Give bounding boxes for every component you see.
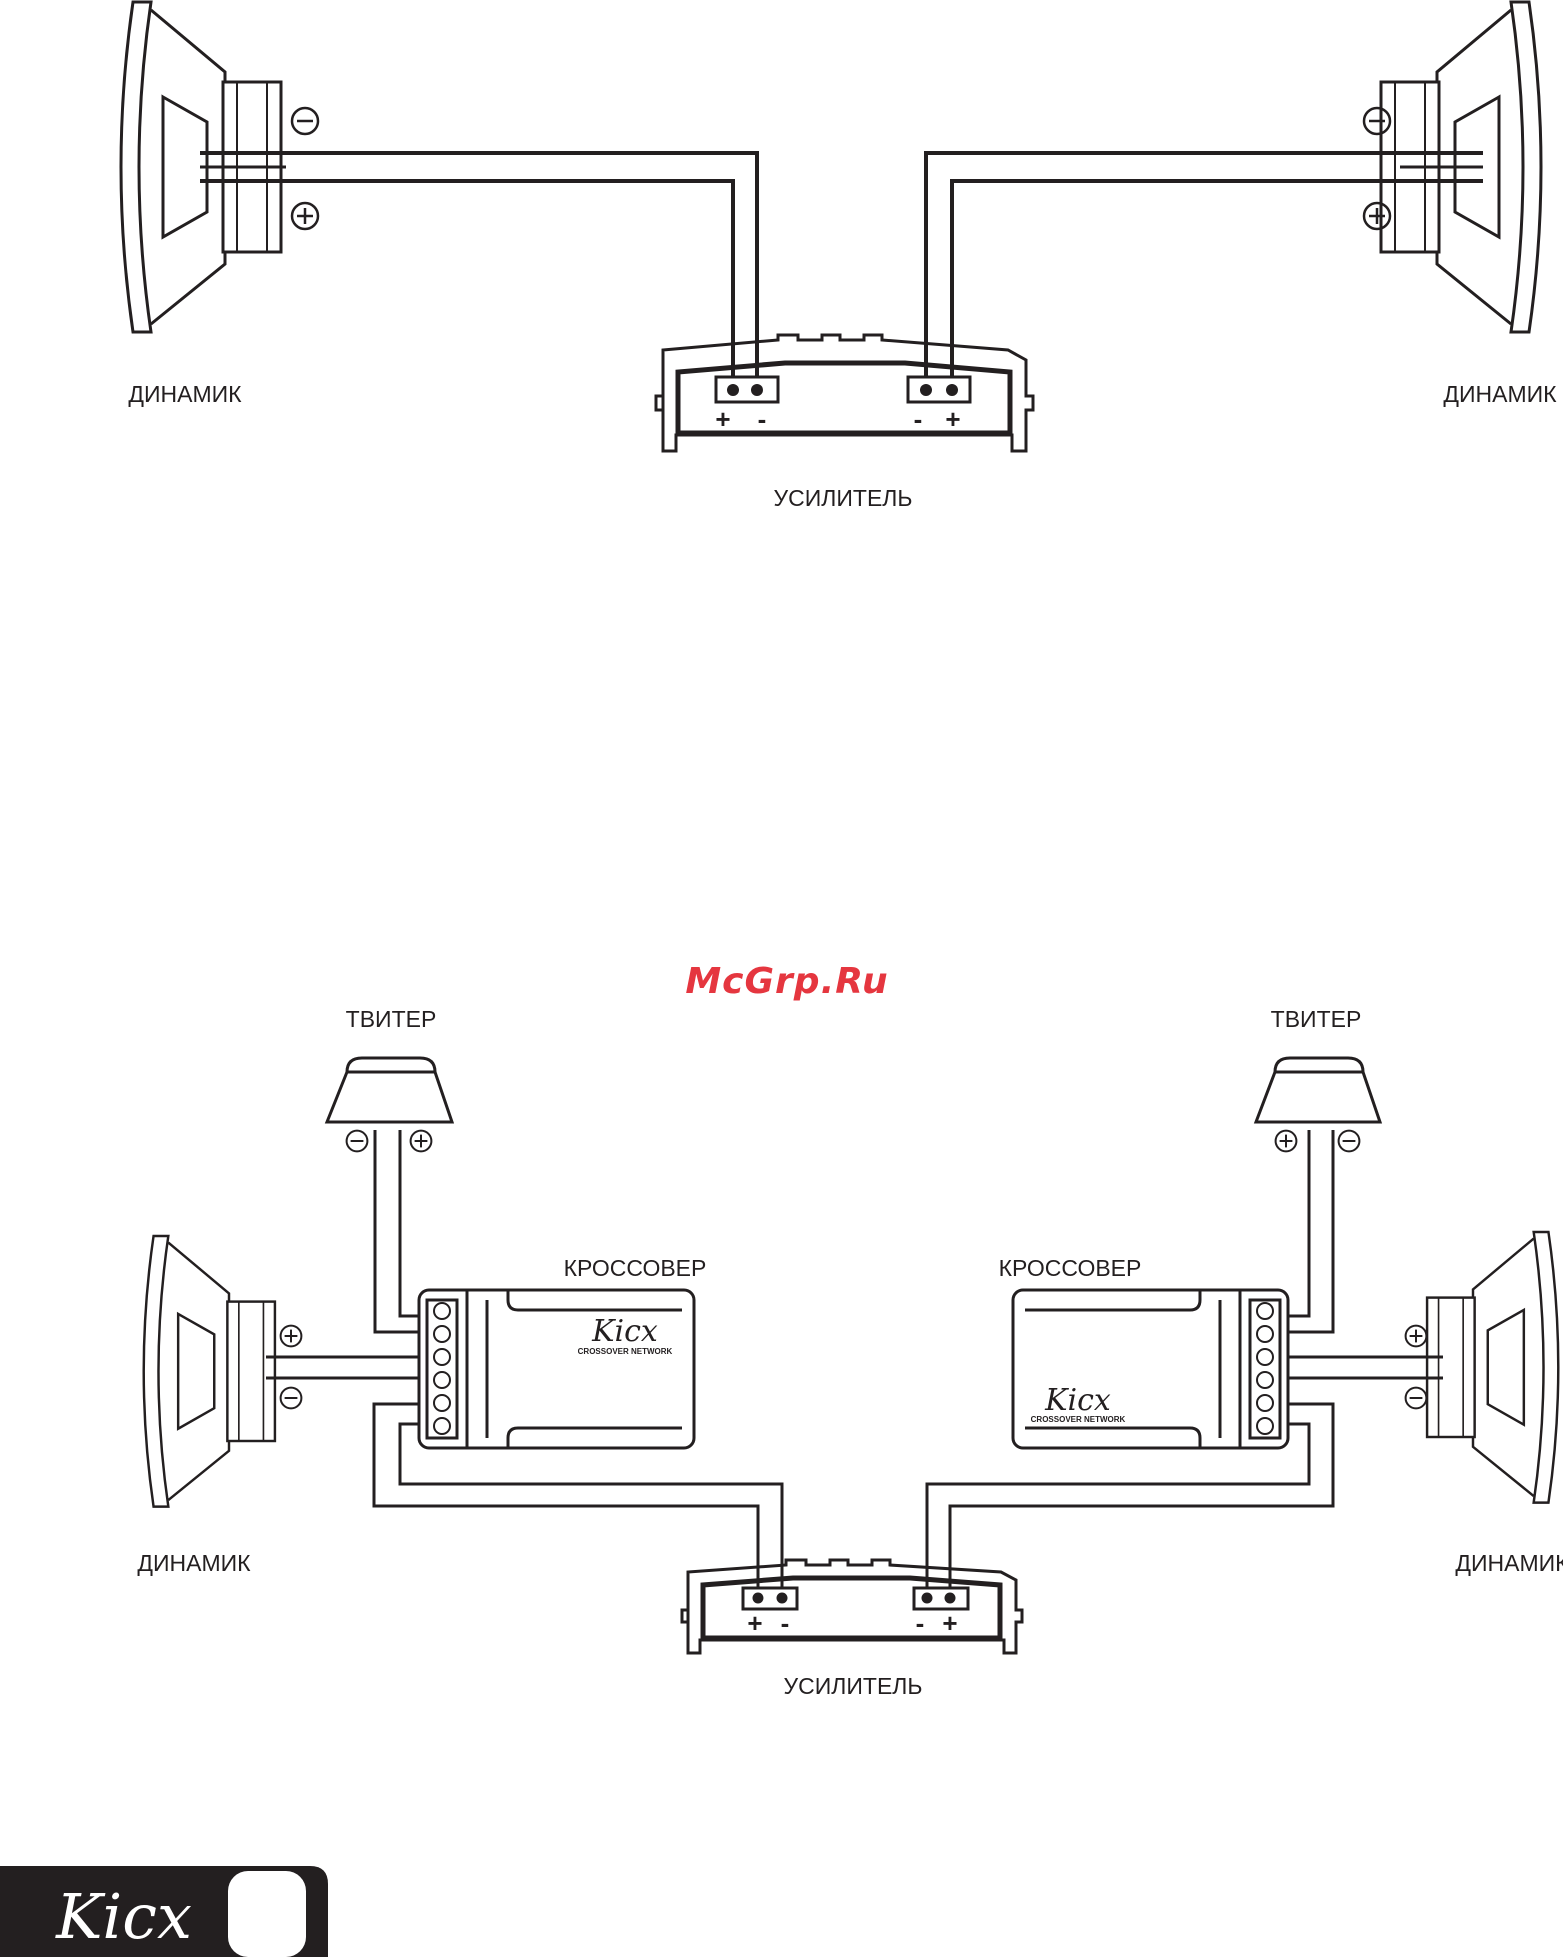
- plus-icon: [411, 1131, 432, 1152]
- terminal-minus-label: -: [781, 1608, 790, 1638]
- speaker-left-label: ДИНАМИК: [128, 381, 242, 407]
- speaker-left-label: ДИНАМИК: [137, 1550, 251, 1576]
- amplifier-1: [656, 335, 1033, 451]
- wire-left-1: [200, 153, 757, 388]
- plus-icon: [1406, 1326, 1427, 1347]
- crossover-right: [1013, 1290, 1288, 1448]
- minus-icon: [292, 108, 318, 134]
- amplifier-2: [682, 1560, 1022, 1653]
- crossover-brand-logo: Kicx: [1044, 1383, 1111, 1418]
- crossover-right-label: КРОССОВЕР: [999, 1255, 1142, 1281]
- minus-icon: [1339, 1131, 1360, 1152]
- plus-icon: [292, 203, 318, 229]
- terminal-plus-label: +: [942, 1608, 957, 1638]
- terminal-minus-label: -: [916, 1608, 925, 1638]
- crossover-network-label: CROSSOVER NETWORK: [1031, 1415, 1126, 1424]
- plus-icon: [281, 1326, 302, 1347]
- crossover-brand-logo: Kicx: [591, 1314, 658, 1349]
- diagram-2: Kicx CROSSOVER NETWORK Kicx CROSSOVER NE…: [137, 1006, 1563, 1699]
- tweeter-right: [1256, 1058, 1380, 1122]
- tweeter-left-label: ТВИТЕР: [346, 1006, 437, 1032]
- amplifier-label: УСИЛИТЕЛЬ: [784, 1673, 923, 1699]
- amplifier-label: УСИЛИТЕЛЬ: [774, 485, 913, 511]
- crossover-left-label: КРОССОВЕР: [564, 1255, 707, 1281]
- watermark: McGrp.Ru: [685, 961, 888, 1002]
- speaker-right-label: ДИНАМИК: [1443, 381, 1557, 407]
- crossover-network-label: CROSSOVER NETWORK: [578, 1347, 673, 1356]
- minus-icon: [347, 1131, 368, 1152]
- terminal-plus-label: +: [747, 1608, 762, 1638]
- terminal-plus-label: +: [945, 404, 960, 434]
- speaker-right-2: [1427, 1232, 1558, 1503]
- terminal-plus-label: +: [715, 404, 730, 434]
- terminal-minus-label: -: [758, 404, 767, 434]
- diagram-1: + - - + ДИНАМИК ДИНАМИК УСИЛИТЕЛЬ: [121, 2, 1557, 511]
- speaker-left-2: [144, 1236, 275, 1507]
- plus-icon: [1276, 1131, 1297, 1152]
- speaker-right-label: ДИНАМИК: [1455, 1550, 1563, 1576]
- tweeter-right-label: ТВИТЕР: [1271, 1006, 1362, 1032]
- terminal-minus-label: -: [914, 404, 923, 434]
- footer-logo: Kicx: [0, 1866, 328, 1957]
- minus-icon: [1406, 1388, 1427, 1409]
- tweeter-left: [327, 1058, 452, 1122]
- footer-brand-logo: Kicx: [55, 1880, 192, 1953]
- minus-icon: [281, 1388, 302, 1409]
